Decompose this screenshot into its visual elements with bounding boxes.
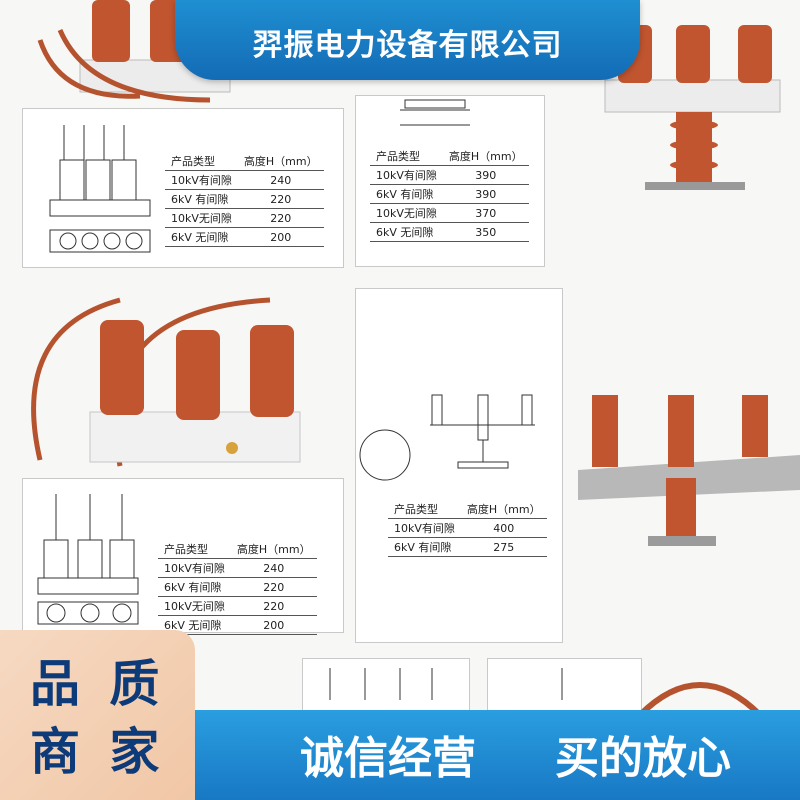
drawing-panel-bottom-right [487,658,642,718]
table-cell: 370 [442,203,529,223]
table-cell: 10kV有间隙 [165,170,238,190]
company-name: 羿振电力设备有限公司 [252,28,563,63]
drawing-center [359,394,535,481]
table-cell: 220 [230,596,317,616]
table-cell: 6kV 有间隙 [370,184,443,204]
table-header-height: 高度H（mm） [230,540,317,559]
table-header-type: 产品类型 [158,540,231,559]
table-cell: 350 [442,222,529,242]
table-cell: 390 [442,165,529,185]
table-cell: 10kV无间隙 [370,203,443,223]
table-cell: 240 [230,558,317,578]
drawing-top-left [49,125,151,253]
badge-line-2: 商 家 [30,723,166,781]
company-header-banner: 羿振电力设备有限公司 [175,0,640,80]
drawing-top-middle [400,99,470,126]
table-cell: 220 [237,208,324,228]
table-header-height: 高度H（mm） [237,152,324,171]
quality-badge: 品 质 商 家 [0,630,195,800]
slogan-left: 诚信经营 [300,733,476,784]
badge-line-1: 品 质 [30,655,166,713]
table-cell: 6kV 无间隙 [165,227,238,247]
table-cell: 220 [230,577,317,597]
drawing-lower-left [37,494,139,625]
table-cell: 200 [230,615,317,635]
arrester-photo-right [578,395,800,546]
table-header-height: 高度H（mm） [460,500,547,519]
table-cell: 220 [237,189,324,209]
table-cell: 10kV有间隙 [388,518,461,538]
table-cell: 240 [237,170,324,190]
table-cell: 6kV 有间隙 [165,189,238,209]
table-cell: 390 [442,184,529,204]
drawing-bottom-small [329,668,563,700]
table-cell: 6kV 有间隙 [388,537,461,557]
cable-arc-bottom-right [637,682,763,718]
table-header-type: 产品类型 [388,500,461,519]
drawing-panel-center [355,288,563,643]
table-header-type: 产品类型 [165,152,238,171]
table-header-height: 高度H（mm） [442,147,529,166]
table-cell: 10kV无间隙 [158,596,231,616]
table-cell: 10kV无间隙 [165,208,238,228]
table-cell: 200 [237,227,324,247]
table-cell: 400 [460,518,547,538]
table-cell: 6kV 无间隙 [370,222,443,242]
table-cell: 10kV有间隙 [158,558,231,578]
table-cell: 275 [460,537,547,557]
table-header-type: 产品类型 [370,147,443,166]
table-cell: 10kV有间隙 [370,165,443,185]
slogan-right: 买的放心 [555,733,731,784]
arrester-photo-middle-left [31,297,301,467]
table-cell: 6kV 有间隙 [158,577,231,597]
